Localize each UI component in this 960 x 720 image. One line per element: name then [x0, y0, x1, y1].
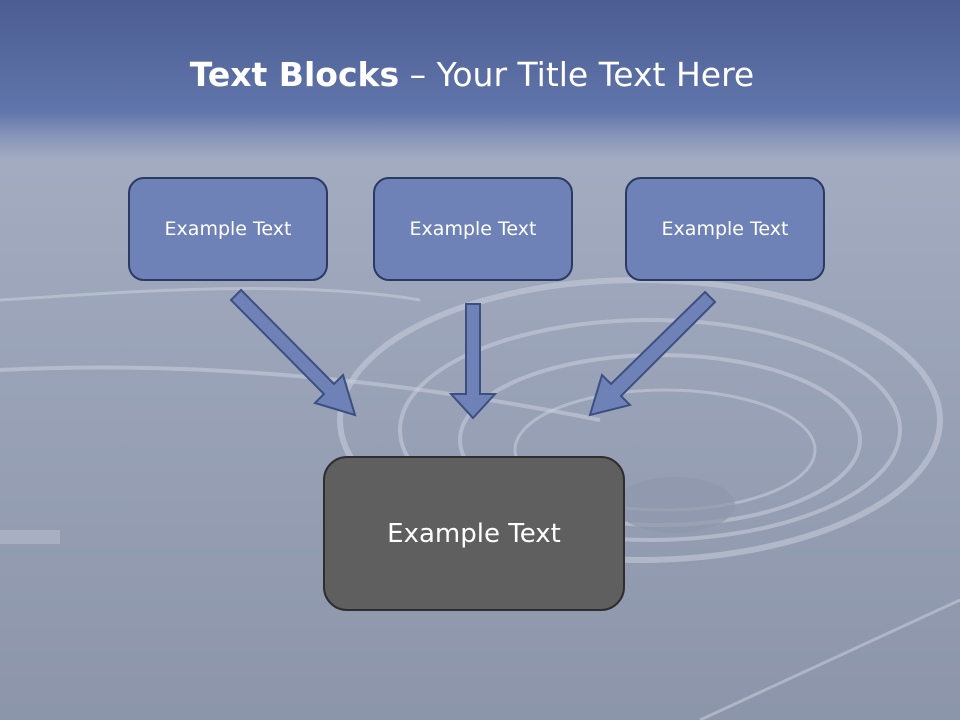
title-rest: Your Title Text Here: [436, 55, 755, 94]
text-block-3[interactable]: Example Text: [625, 177, 825, 281]
title-bold: Text Blocks: [189, 55, 400, 94]
main-text-block[interactable]: Example Text: [323, 456, 625, 611]
slide-title: Text Blocks – Your Title Text Here: [0, 55, 944, 94]
title-dash: –: [399, 55, 437, 94]
text-block-2[interactable]: Example Text: [373, 177, 573, 281]
text-block-1[interactable]: Example Text: [128, 177, 328, 281]
